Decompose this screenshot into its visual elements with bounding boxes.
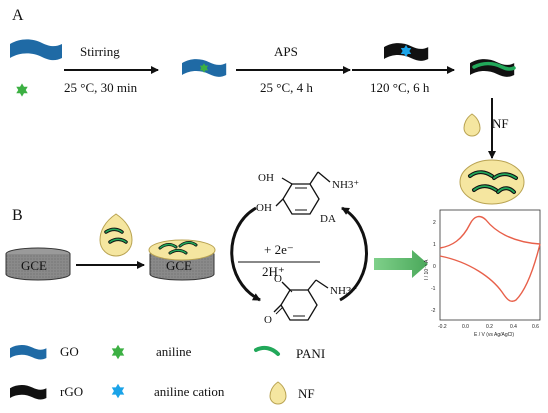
legend-pani-icon (254, 345, 280, 356)
go-sheet-icon (10, 39, 62, 61)
green-arrow-to-cv (374, 250, 428, 278)
cv-ytick: 0 (433, 264, 436, 270)
legend-go-label: GO (60, 344, 79, 359)
redox-arrow-oxidation (230, 206, 261, 302)
da-name: DA (320, 213, 336, 225)
cv-ylabel: I / 10⁻⁵ A (424, 259, 430, 280)
dopamine-structure (275, 171, 331, 215)
gce-left-label: GCE (21, 258, 47, 273)
nf-composite-icon (459, 159, 525, 205)
step1-top-label: Stirring (80, 44, 120, 59)
legend-rgo-icon (10, 384, 47, 400)
go-aniline-sheet-icon (182, 59, 227, 77)
legend-aniline-cation-icon (111, 383, 125, 399)
cv-curve (439, 215, 541, 302)
cv-plot: -0.2 0.0 0.2 0.4 0.6 2 1 0 -1 -2 E / V (… (424, 209, 541, 338)
cv-xlabel: E / V (vs Ag/AgCl) (474, 332, 514, 338)
aniline-star-icon (16, 83, 28, 97)
step1-bottom-label: 25 °C, 30 min (64, 80, 138, 95)
cv-yticks: 2 1 0 -1 -2 (431, 220, 436, 314)
cv-plot-frame (439, 209, 541, 321)
cv-xtick: 0.4 (510, 324, 517, 330)
cv-ytick: 1 (433, 242, 436, 248)
legend-go-icon (10, 344, 47, 360)
cv-xtick: 0.0 (462, 324, 469, 330)
da-nh3: NH3⁺ (332, 179, 359, 191)
q-o-bottom: O (264, 314, 272, 326)
cv-ytick: 2 (433, 220, 436, 226)
legend-aniline-label: aniline (156, 344, 192, 359)
step2-bottom-label: 25 °C, 4 h (260, 80, 313, 95)
legend-aniline-icon (111, 344, 125, 360)
cv-ytick: -1 (431, 286, 436, 292)
panel-a-label: A (12, 7, 24, 24)
cv-xticks: -0.2 0.0 0.2 0.4 0.6 (438, 324, 539, 330)
cv-xtick: 0.2 (486, 324, 493, 330)
legend-aniline-cation-label: aniline cation (154, 384, 225, 399)
gce-electrode-left (5, 247, 71, 281)
legend-pani-label: PANI (296, 346, 325, 361)
cv-xtick: 0.6 (532, 324, 539, 330)
legend-nf-label: NF (298, 386, 315, 401)
da-oh-top: OH (258, 172, 274, 184)
reaction-bottom-label: 2H⁺ (262, 264, 285, 279)
q-o-top: O (274, 273, 282, 285)
da-oh-bottom: OH (256, 202, 272, 214)
step3-bottom-label: 120 °C, 6 h (370, 80, 430, 95)
legend-nf-icon (269, 381, 287, 405)
rgo-cation-sheet-icon (384, 43, 429, 61)
redox-arrow-reduction (339, 206, 368, 302)
q-nh3: NH3⁺ (330, 285, 357, 297)
rgo-pani-sheet-icon (470, 59, 516, 77)
gce-electrode-right (148, 239, 216, 281)
cv-ytick: -2 (431, 308, 436, 314)
quinone-structure (273, 279, 329, 321)
panel-b-label: B (12, 207, 23, 224)
legend-rgo-label: rGO (60, 384, 83, 399)
reaction-top-label: + 2e⁻ (264, 242, 294, 257)
nf-composite-drop-icon (99, 213, 133, 257)
nf-label: NF (492, 116, 509, 131)
nf-drop-icon (463, 113, 481, 137)
step2-top-label: APS (274, 44, 298, 59)
cv-xtick: -0.2 (438, 324, 447, 330)
gce-right-label: GCE (166, 258, 192, 273)
